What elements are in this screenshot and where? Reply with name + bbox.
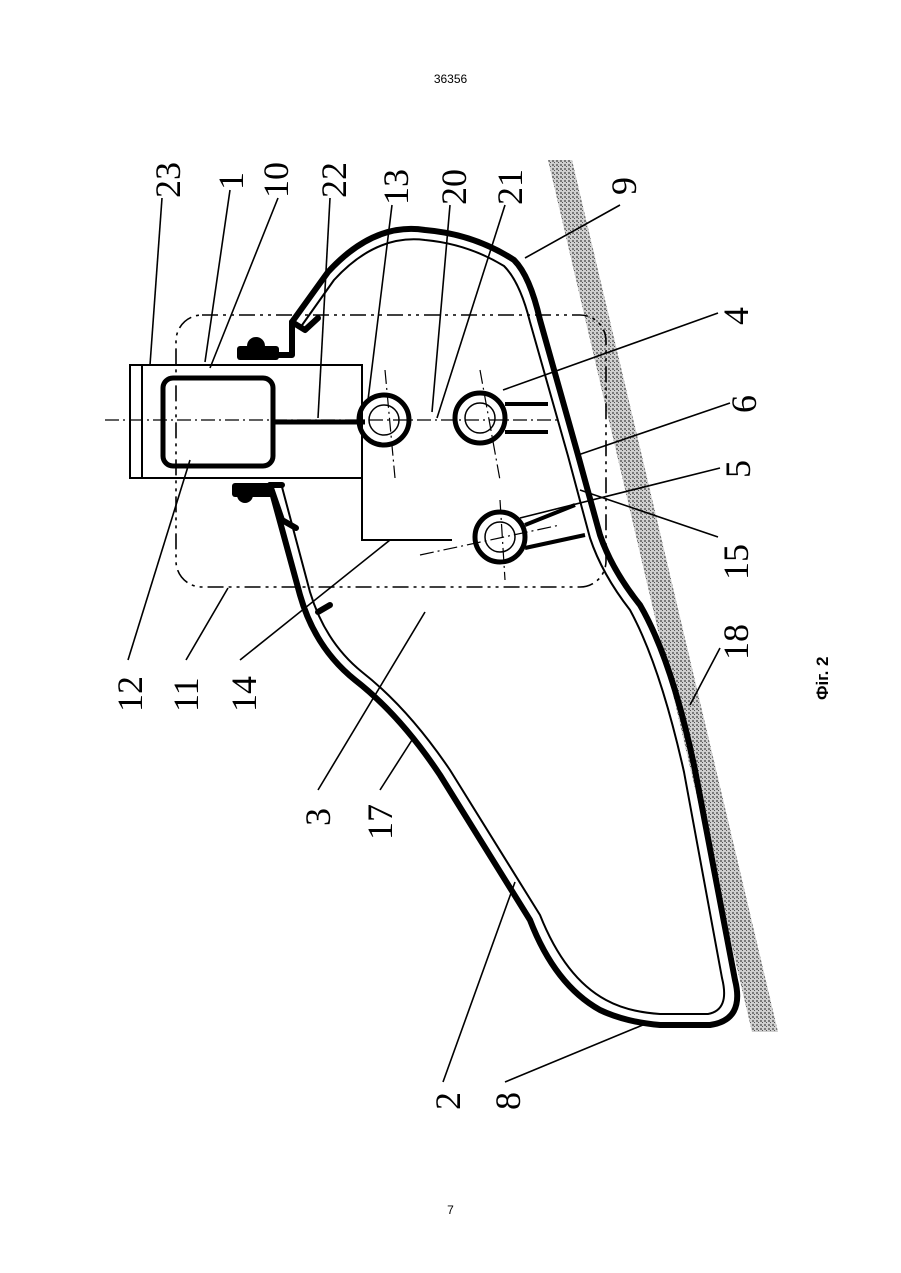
label-14: 14 xyxy=(224,676,264,712)
label-5: 5 xyxy=(718,460,758,478)
label-4: 4 xyxy=(716,307,756,325)
rect-tube xyxy=(163,378,273,466)
label-6: 6 xyxy=(724,395,764,413)
figure-caption: Фіг. 2 xyxy=(813,656,832,700)
pipe-5-inner xyxy=(485,522,515,552)
label-1: 1 xyxy=(211,172,251,190)
pipe-5 xyxy=(475,512,525,562)
leader-lines xyxy=(128,190,730,1082)
label-9: 9 xyxy=(604,177,644,195)
label-8: 8 xyxy=(488,1092,528,1110)
page-number: 7 xyxy=(0,1203,901,1217)
bracket xyxy=(362,478,452,540)
label-10: 10 xyxy=(256,162,296,198)
label-18: 18 xyxy=(716,624,756,660)
label-3: 3 xyxy=(298,808,338,826)
ground-surface xyxy=(548,160,778,1032)
shell-hook-17 xyxy=(318,605,330,612)
label-23: 23 xyxy=(148,162,188,198)
label-17: 17 xyxy=(360,804,400,840)
axis-vertical-1 xyxy=(385,370,395,478)
label-2: 2 xyxy=(428,1092,468,1110)
label-21: 21 xyxy=(490,169,530,205)
label-20: 20 xyxy=(434,169,474,205)
support-5b xyxy=(525,535,585,548)
bolt-head-top xyxy=(247,337,265,355)
label-22: 22 xyxy=(314,162,354,198)
label-12: 12 xyxy=(110,676,150,712)
housing-frame-rail xyxy=(130,365,142,478)
axis-vertical-2 xyxy=(480,370,500,480)
label-13: 13 xyxy=(376,169,416,205)
bolt-head-bottom xyxy=(237,487,253,503)
label-11: 11 xyxy=(166,677,206,712)
label-15: 15 xyxy=(716,544,756,580)
pipe-4 xyxy=(455,393,505,443)
